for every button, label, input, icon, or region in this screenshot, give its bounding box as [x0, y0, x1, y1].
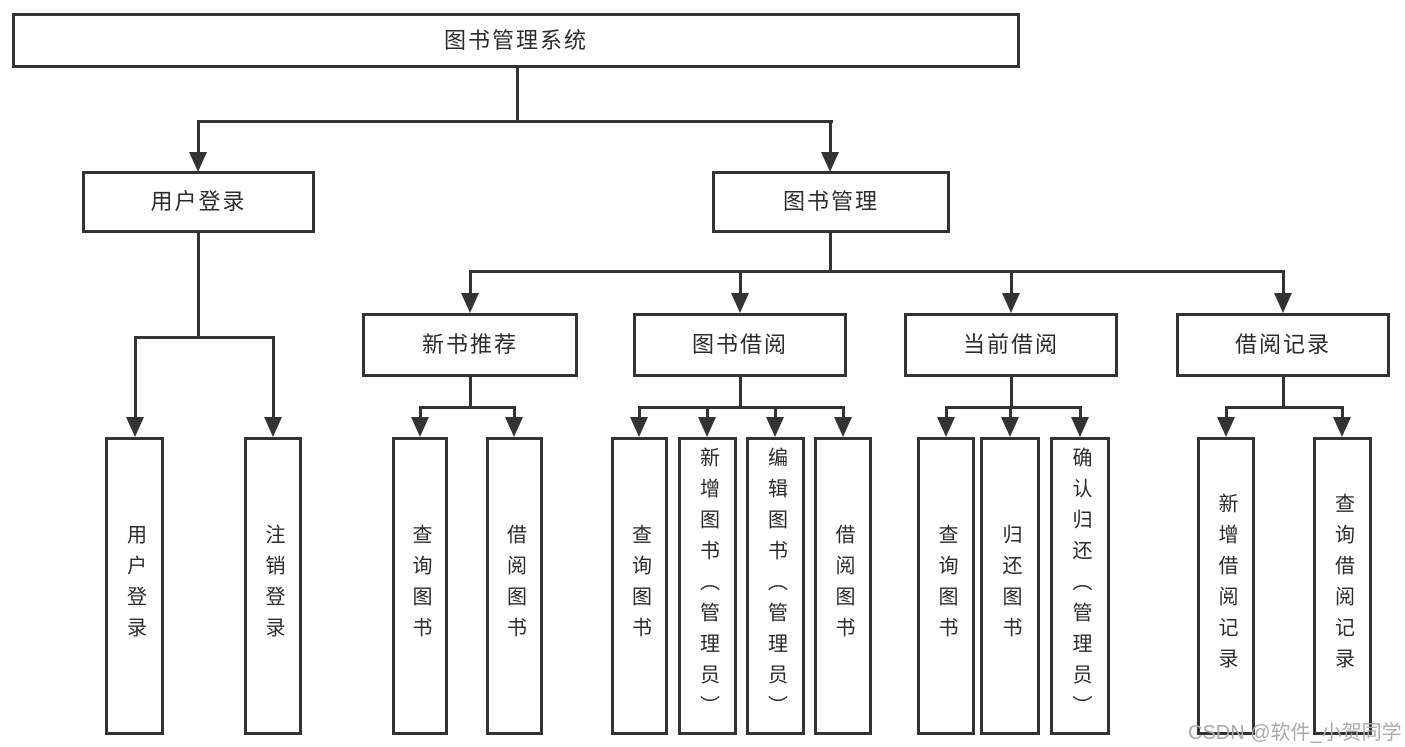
- node-label: 查询图书: [409, 524, 431, 648]
- connector-line: [774, 406, 777, 419]
- csdn-watermark: CSDN @软件_小贺同学: [1188, 722, 1402, 744]
- connector-line: [638, 406, 845, 409]
- node-label: 图书管理: [782, 189, 879, 214]
- connector-line: [739, 270, 742, 295]
- connector-line: [706, 406, 709, 419]
- connector-line: [1010, 377, 1013, 408]
- node-label: 新增借阅记录: [1215, 493, 1237, 679]
- node-borrow-records: 借阅记录: [1176, 313, 1390, 377]
- leaf-records-query-record: 查询借阅记录: [1313, 437, 1372, 735]
- arrow-down-icon: [126, 417, 144, 437]
- node-label: 查询图书: [628, 524, 651, 648]
- leaf-records-add-record: 新增借阅记录: [1197, 437, 1255, 735]
- node-new-book-recommend: 新书推荐: [362, 313, 578, 377]
- connector-line: [1225, 406, 1228, 419]
- node-label: 查询借阅记录: [1331, 493, 1354, 679]
- arrow-down-icon: [1002, 293, 1020, 313]
- connector-line: [134, 336, 275, 339]
- leaf-borrow-query-books: 查询图书: [611, 437, 668, 735]
- arrow-down-icon: [821, 152, 839, 172]
- connector-line: [419, 406, 516, 409]
- connector-line: [1282, 270, 1285, 295]
- arrow-down-icon: [411, 417, 429, 437]
- node-label: 用户登录: [123, 524, 146, 648]
- leaf-borrow-borrow-books: 借阅图书: [814, 437, 872, 735]
- arrow-down-icon: [630, 417, 648, 437]
- node-label: 确认归还（管理员）: [1069, 446, 1091, 726]
- connector-line: [1225, 406, 1344, 409]
- leaf-current-return-books: 归还图书: [980, 437, 1040, 735]
- node-label: 借阅记录: [1234, 332, 1331, 357]
- arrow-down-icon: [834, 417, 852, 437]
- connector-line: [739, 377, 742, 408]
- node-book-borrow: 图书借阅: [633, 313, 847, 377]
- arrow-down-icon: [505, 417, 523, 437]
- connector-line: [842, 406, 845, 419]
- connector-line: [197, 233, 200, 336]
- node-library-system: 图书管理系统: [12, 13, 1020, 68]
- arrow-down-icon: [461, 293, 479, 313]
- connector-line: [1341, 406, 1344, 419]
- node-label: 编辑图书（管理员）: [764, 446, 787, 726]
- arrow-down-icon: [1001, 417, 1019, 437]
- connector-line: [829, 233, 832, 273]
- node-label: 当前借阅: [962, 332, 1059, 357]
- node-label: 查询图书: [935, 524, 957, 648]
- node-label: 注销登录: [262, 524, 284, 648]
- node-label: 借阅图书: [503, 524, 526, 648]
- node-label: 图书管理系统: [443, 27, 588, 53]
- arrow-down-icon: [1333, 417, 1351, 437]
- node-current-borrow: 当前借阅: [904, 313, 1118, 377]
- connector-line: [469, 270, 472, 295]
- arrow-down-icon: [1217, 417, 1235, 437]
- node-book-management: 图书管理: [712, 171, 950, 233]
- node-user-login: 用户登录: [82, 171, 315, 233]
- connector-line: [513, 406, 516, 419]
- arrow-down-icon: [731, 293, 749, 313]
- connector-line: [1079, 406, 1082, 419]
- arrow-down-icon: [264, 417, 282, 437]
- connector-line: [638, 406, 641, 419]
- connector-line: [945, 406, 948, 419]
- arrow-down-icon: [189, 152, 207, 172]
- node-label: 图书借阅: [691, 332, 788, 357]
- node-label: 归还图书: [999, 524, 1021, 648]
- leaf-newbook-query-books: 查询图书: [392, 437, 448, 735]
- arrow-down-icon: [1071, 417, 1089, 437]
- leaf-current-query-books: 查询图书: [917, 437, 975, 735]
- connector-line: [197, 120, 833, 123]
- connector-line: [272, 336, 275, 420]
- node-label: 新增图书（管理员）: [696, 446, 719, 726]
- leaf-user-login: 用户登录: [105, 437, 164, 735]
- arrow-down-icon: [937, 417, 955, 437]
- connector-line: [197, 120, 200, 154]
- leaf-logout: 注销登录: [244, 437, 302, 735]
- connector-line: [829, 120, 832, 154]
- connector-line: [469, 377, 472, 408]
- connector-line: [1282, 377, 1285, 408]
- connector-line: [469, 270, 1285, 273]
- arrow-down-icon: [1274, 293, 1292, 313]
- leaf-newbook-borrow-books: 借阅图书: [486, 437, 543, 735]
- connector-line: [419, 406, 422, 419]
- connector-line: [1009, 406, 1012, 419]
- connector-line: [1010, 270, 1013, 295]
- node-label: 用户登录: [150, 189, 247, 214]
- connector-line: [134, 336, 137, 420]
- connector-line: [516, 68, 519, 123]
- arrow-down-icon: [698, 417, 716, 437]
- leaf-current-confirm-return-admin: 确认归还（管理员）: [1050, 437, 1110, 735]
- arrow-down-icon: [766, 417, 784, 437]
- node-label: 新书推荐: [421, 332, 518, 357]
- node-label: 借阅图书: [832, 524, 854, 648]
- leaf-borrow-add-books-admin: 新增图书（管理员）: [678, 437, 737, 735]
- connector-line: [945, 406, 1082, 409]
- leaf-borrow-edit-books-admin: 编辑图书（管理员）: [746, 437, 805, 735]
